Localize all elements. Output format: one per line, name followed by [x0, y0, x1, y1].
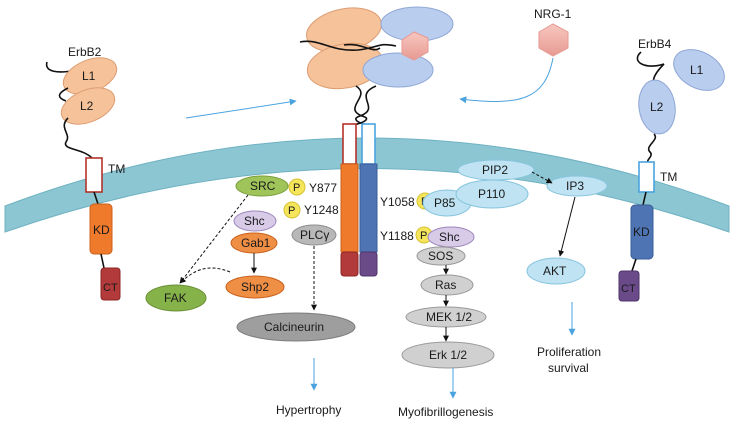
phospho-y877: P Y877 — [288, 178, 337, 196]
erbb2-kd-label: KD — [93, 223, 110, 237]
cell-membrane — [4, 137, 730, 233]
erbb4-tm-label: TM — [660, 170, 677, 184]
p85-label: P85 — [434, 196, 456, 210]
outcome-myofibrillogenesis: Myofibrillogenesis — [398, 405, 493, 419]
src-label: SRC — [250, 179, 276, 193]
erbb2-stalk — [63, 117, 93, 159]
nrg1-label: NRG-1 — [534, 7, 572, 21]
shc-right-label: Shc — [439, 230, 460, 244]
shp2-label: Shp2 — [241, 280, 269, 294]
erbb2-tm-label: TM — [108, 162, 125, 176]
phospho-y1188-p: P — [420, 230, 427, 242]
erbb2-link-tm-kd — [93, 191, 99, 205]
src-node — [235, 175, 289, 197]
erbb2-l1-label: L1 — [82, 69, 96, 83]
p110-label: P110 — [478, 187, 505, 201]
dimer-linker-1 — [299, 40, 397, 51]
shc-right-node — [427, 226, 475, 248]
shc-left-node — [233, 210, 277, 232]
phospho-y1248-p: P — [288, 205, 295, 217]
dimer-tm-left — [342, 123, 357, 165]
sos-label: SOS — [428, 249, 453, 263]
dimer-stalk-left — [349, 85, 368, 126]
erbb2-ct-label: CT — [103, 282, 118, 294]
erbb2-link-kd-ct — [100, 253, 105, 269]
phospho-y877-p: P — [293, 182, 300, 194]
site-y877-label: Y877 — [309, 181, 337, 195]
erbb4-linker — [636, 51, 665, 67]
dimer-kd-left — [340, 163, 359, 253]
nrg1-ligand: NRG-1 — [534, 7, 572, 57]
akt-label: AKT — [543, 264, 567, 278]
shp2-node — [225, 275, 285, 299]
fak-node — [145, 284, 207, 312]
site-y1058-label: Y1058 — [380, 195, 415, 209]
erk-node — [401, 341, 495, 369]
ras-label: Ras — [435, 278, 456, 292]
phospho-y877-icon — [288, 178, 306, 196]
sos-node — [416, 246, 466, 266]
mek-label: MEK 1/2 — [426, 310, 472, 324]
calcineurin-node — [236, 312, 356, 342]
ip3-node — [546, 175, 608, 197]
erbb4-stalk — [646, 133, 657, 163]
erbb2-tm-domain — [85, 157, 103, 193]
erbb2-l2-label: L2 — [80, 99, 94, 113]
pip2-node — [457, 159, 535, 181]
arrow-src-to-fak — [179, 194, 249, 284]
erbb2-receptor: ErbB2 L1 L2 TM KD CT — [45, 45, 125, 301]
arrow-nrg1-to-dimer — [459, 57, 554, 104]
ras-node — [420, 274, 474, 296]
pip2-label: PIP2 — [482, 163, 508, 177]
erbb4-l2-label: L2 — [650, 100, 664, 114]
erbb4-label: ErbB4 — [638, 37, 672, 51]
nrg1-hexagon — [538, 23, 569, 57]
phospho-y1248-icon — [283, 201, 301, 219]
erbb4-receptor: ErbB4 L1 L2 TM KD CT — [618, 37, 725, 302]
dimer-domain-blue-bottom — [362, 52, 434, 88]
plc-label: PLCγ — [300, 228, 329, 242]
outcome-proliferation: Proliferation — [537, 345, 601, 359]
dimer-kd-right — [359, 163, 378, 253]
erbb4-l1-label: L1 — [690, 63, 704, 77]
site-y1248-label: Y1248 — [304, 203, 339, 217]
outcome-hypertrophy: Hypertrophy — [276, 403, 341, 417]
dimer-ct-left — [340, 251, 359, 277]
erbb4-l1-domain — [673, 49, 725, 91]
nrg1-bound-hexagon — [401, 31, 429, 61]
erbb4-ct-domain — [618, 270, 640, 302]
erbb2-ct-domain — [100, 267, 121, 301]
erbb4-link-kd-ct — [631, 258, 637, 272]
dimer-linker-2 — [343, 43, 381, 51]
erbb4-tm-domain — [638, 161, 655, 193]
arrow-ip3-to-akt — [558, 196, 576, 257]
erbb4-kd-domain — [630, 204, 654, 260]
erbb2-l2-domain — [60, 87, 116, 125]
heterodimer — [299, 6, 454, 277]
erbb2-linker-2 — [58, 87, 69, 102]
erbb4-l2-domain — [638, 79, 676, 135]
akt-node — [526, 257, 586, 285]
fak-label: FAK — [164, 291, 187, 305]
arrow-erbb2-to-dimer — [185, 98, 297, 119]
arrow-gab1-shp2-to-fak — [179, 267, 231, 284]
arrow-pip2-to-ip3 — [531, 171, 553, 184]
erbb4-ct-label: CT — [621, 283, 636, 295]
erbb4-link-tm-kd — [642, 191, 647, 206]
erbb2-label: ErbB2 — [68, 45, 102, 59]
site-y1188-label: Y1188 — [380, 229, 414, 243]
calcineurin-label: Calcineurin — [264, 320, 324, 334]
erbb4-kd-label: KD — [633, 225, 650, 239]
dimer-tm-right — [361, 123, 376, 165]
ip3-label: IP3 — [566, 179, 584, 193]
gab1-label: Gab1 — [241, 236, 271, 250]
plc-node — [291, 224, 337, 246]
outcome-survival: survival — [548, 361, 589, 375]
erk-label: Erk 1/2 — [429, 348, 467, 362]
dimer-ct-right — [359, 251, 378, 277]
phospho-y1248: P Y1248 — [283, 201, 339, 219]
shc-left-label: Shc — [244, 214, 265, 228]
